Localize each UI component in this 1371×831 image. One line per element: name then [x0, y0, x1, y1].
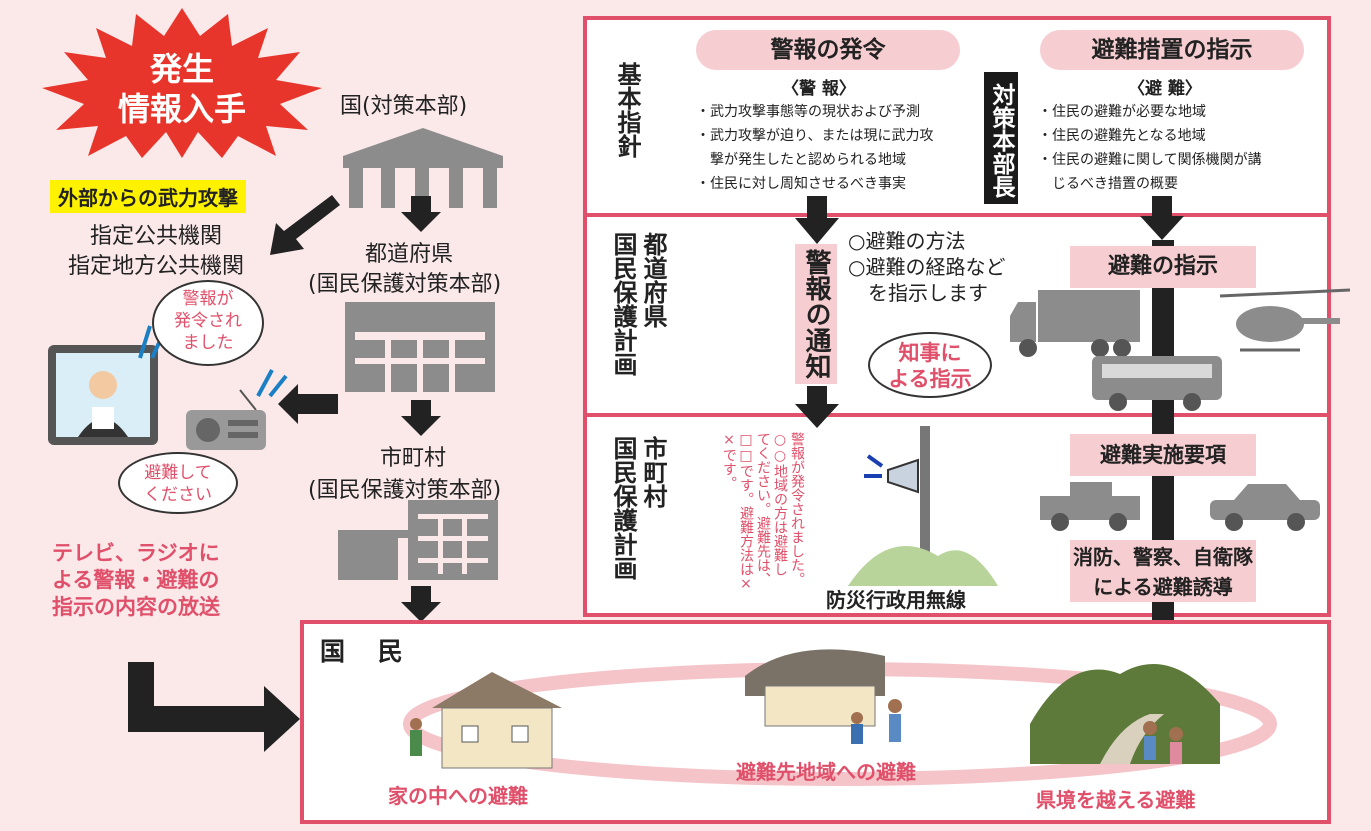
arrow-left-icon — [278, 384, 338, 424]
row-label-municipality-plan: 国民保護計画 — [609, 436, 637, 580]
destination-border: 県境を越える避難 — [1036, 788, 1196, 812]
designated-label-2: 指定地方公共機関 — [68, 254, 245, 279]
evacuation-instruction-band: 避難の指示 — [1070, 246, 1256, 288]
evacuation-guidance-band: 消防、警察、自衛隊 による避難誘導 — [1070, 540, 1256, 602]
info-burst: 発生 情報入手 — [32, 8, 332, 158]
instruction-line: ○避難の経路など — [848, 255, 1006, 279]
bubble-line: よる指示 — [888, 367, 972, 391]
radio-system-label: 防災行政用無線 — [826, 588, 966, 612]
warning-notice-label: 警報の通知 — [795, 244, 837, 384]
radio-speech-bubble: 避難して ください — [118, 452, 238, 514]
chief-label: 対策本部長 — [984, 72, 1018, 204]
tv-speech-bubble: 警報が 発令され ました — [152, 280, 264, 366]
bus-icon — [1092, 356, 1222, 411]
bullet-item: ・武力攻撃が迫り、または現に武力攻 — [696, 128, 934, 144]
municipality-label-1: 市町村 — [380, 446, 447, 471]
radio-icon — [186, 389, 266, 450]
bubble-line: ください — [144, 485, 212, 505]
announcement-line: □□です。避難方法は× — [738, 432, 754, 592]
bubble-line: 知事に — [898, 341, 962, 365]
attack-label: 外部からの武力攻撃 — [50, 180, 246, 213]
arrow-down-icon — [401, 586, 441, 622]
row-label-basic: 基本指針 — [613, 62, 641, 158]
prefecture-label-1: 都道府県 — [365, 242, 454, 267]
bullet-item: 撃が発生したと認められる地域 — [696, 152, 906, 168]
evacuation-bullets: ・住民の避難が必要な地域 ・住民の避難先となる地域 ・住民の避難に関して関係機関… — [1038, 100, 1262, 196]
warning-bullets: ・武力攻撃事態等の現状および予測 ・武力攻撃が迫り、または現に武力攻 撃が発生し… — [696, 100, 933, 196]
national-building-icon — [343, 128, 503, 208]
arrow-elbow-icon — [128, 662, 300, 752]
row-label-prefecture: 都道府県 — [639, 232, 667, 328]
people-label: 国 民 — [320, 637, 415, 666]
announcement-line: てください。避難先は、 — [755, 432, 771, 586]
bullet-item: じるべき措置の概要 — [1038, 176, 1178, 192]
bubble-line: 避難して — [144, 463, 212, 483]
burst-line-1: 発生 — [149, 50, 214, 88]
warning-subtitle: 〈警 報〉 — [782, 79, 856, 99]
municipal-building-icon — [338, 500, 498, 580]
evacuation-procedure-band: 避難実施要項 — [1070, 434, 1256, 476]
evacuation-flow-line — [1152, 240, 1174, 620]
evacuation-subtitle: 〈避 難〉 — [1128, 79, 1202, 99]
arrow-down-icon — [1140, 196, 1184, 240]
bubble-line: 警報が — [182, 289, 234, 309]
bubble-line: 発令され — [174, 311, 242, 331]
municipality-label-2: (国民保護対策本部) — [308, 478, 502, 503]
television-icon — [48, 345, 158, 445]
evacuation-title: 避難措置の指示 — [1040, 30, 1304, 70]
loudspeaker-pole-icon — [848, 426, 998, 586]
broadcast-caption: テレビ、ラジオに よる警報・避難の 指示の内容の放送 — [52, 540, 220, 621]
designated-label-1: 指定公共機関 — [90, 224, 223, 249]
instruction-line: ○避難の方法 — [848, 229, 966, 253]
instruction-line: を指示します — [868, 281, 988, 305]
starburst-icon — [42, 8, 322, 158]
school-illustration — [745, 649, 902, 744]
caption-line: 指示の内容の放送 — [52, 595, 220, 619]
arrow-down-icon — [401, 196, 441, 232]
caption-line: テレビ、ラジオに — [52, 541, 220, 565]
truck-icon — [1010, 290, 1140, 357]
warning-title: 警報の発令 — [696, 30, 960, 70]
announcement-line: ×です。 — [721, 432, 737, 490]
jeep-icon — [1040, 482, 1140, 531]
mountain-road-illustration — [1030, 664, 1220, 764]
arrow-down-icon — [795, 386, 839, 428]
prefecture-label-2: (国民保護対策本部) — [308, 272, 502, 297]
guidance-line: 消防、警察、自衛隊 — [1073, 545, 1253, 569]
bubble-line: ました — [182, 333, 234, 353]
announcement-line: ○○地域の方は避難し — [772, 432, 788, 576]
caption-line: よる警報・避難の — [52, 568, 220, 592]
arrow-down-icon — [401, 400, 441, 436]
bullet-item: ・武力攻撃事態等の現状および予測 — [696, 104, 920, 120]
governor-speech-bubble: 知事に よる指示 — [868, 332, 992, 398]
house-illustration — [410, 672, 562, 769]
announcement-text: 警報が発令されました。 ○○地域の方は避難し てください。避難先は、 □□です。… — [720, 432, 805, 610]
destination-home: 家の中への避難 — [388, 784, 528, 808]
row-label-municipality: 市町村 — [639, 436, 667, 508]
patrol-car-icon — [1210, 484, 1320, 531]
signal-waves-icon — [256, 369, 288, 398]
prefecture-instructions: ○避難の方法 ○避難の経路など を指示します — [848, 228, 1005, 306]
bullet-item: ・住民の避難が必要な地域 — [1038, 104, 1206, 120]
guidance-line: による避難誘導 — [1093, 575, 1233, 599]
destination-area: 避難先地域への避難 — [736, 760, 916, 784]
row-label-prefecture-plan: 国民保護計画 — [609, 232, 637, 376]
announcement-line: 警報が発令されました。 — [789, 432, 805, 586]
bullet-item: ・住民の避難先となる地域 — [1038, 128, 1206, 144]
burst-line-2: 情報入手 — [117, 90, 246, 128]
bullet-item: ・住民の避難に関して関係機関が講 — [1038, 152, 1262, 168]
bullet-item: ・住民に対し周知させるべき事実 — [696, 176, 906, 192]
arrow-down-icon — [795, 196, 839, 244]
country-label: 国(対策本部) — [340, 94, 468, 119]
arrow-diagonal-icon — [270, 195, 340, 255]
prefecture-building-icon — [345, 302, 495, 392]
helicopter-icon — [1219, 288, 1351, 352]
